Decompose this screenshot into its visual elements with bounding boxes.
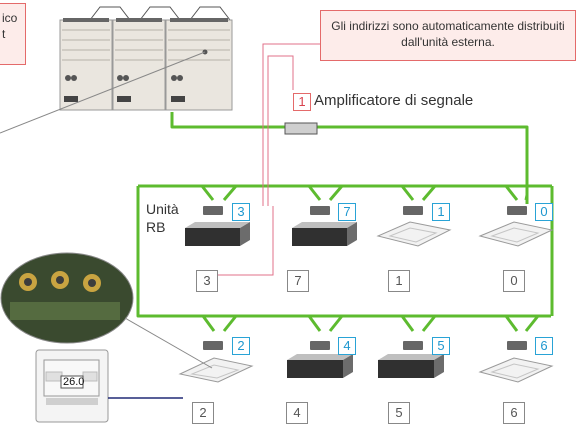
indoor-row1-units — [185, 221, 554, 247]
unit-number: 3 — [196, 270, 218, 292]
left-callout-text: ico t — [2, 11, 18, 41]
controller-display: 26.0 — [63, 376, 85, 388]
rb-node — [310, 341, 330, 350]
rb-node — [403, 206, 423, 215]
address-badge: 4 — [338, 337, 356, 355]
address-badge: 2 — [232, 337, 250, 355]
amplifier-label: Amplificatore di segnale — [314, 92, 474, 109]
wired-controller — [35, 349, 183, 423]
rb-node — [507, 206, 527, 215]
rb-node — [310, 206, 330, 215]
address-badge: 0 — [535, 203, 553, 221]
unit-number: 6 — [503, 402, 525, 424]
pcb-closeup — [0, 252, 213, 369]
unit-number: 1 — [388, 270, 410, 292]
unit-number: 2 — [192, 402, 214, 424]
unit-number: 0 — [503, 270, 525, 292]
address-badge: 6 — [535, 337, 553, 355]
address-badge: 1 — [432, 203, 450, 221]
amplifier-number: 1 — [293, 93, 311, 111]
unit-number: 5 — [388, 402, 410, 424]
callout-text: Gli indirizzi sono automaticamente distr… — [331, 19, 565, 49]
left-callout: ico t — [0, 3, 26, 65]
unit-number: 7 — [287, 270, 309, 292]
rb-node — [203, 341, 223, 350]
address-badge: 7 — [338, 203, 356, 221]
callout-box: Gli indirizzi sono automaticamente distr… — [320, 10, 576, 61]
indoor-row2-units — [178, 354, 554, 383]
rb-unit-label: Unità RB — [146, 201, 179, 235]
outdoor-unit-group — [59, 6, 233, 111]
rb-node — [403, 341, 423, 350]
unit-number: 4 — [286, 402, 308, 424]
rb-node — [203, 206, 223, 215]
rb-node — [507, 341, 527, 350]
address-badge: 3 — [232, 203, 250, 221]
address-badge: 5 — [432, 337, 450, 355]
